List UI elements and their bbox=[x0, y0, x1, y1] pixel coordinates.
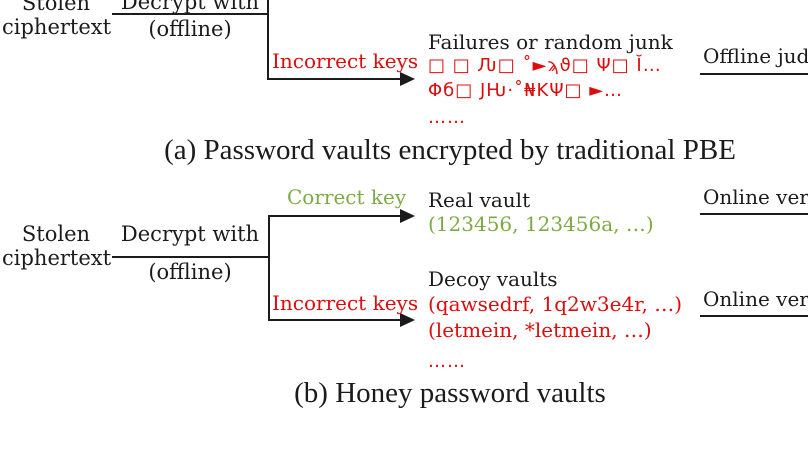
correct-arrow-shaft bbox=[268, 215, 401, 217]
decoy-ellipsis: …… bbox=[428, 351, 466, 372]
junk-ellipsis: …… bbox=[428, 107, 466, 128]
stolen-line2: ciphertext bbox=[2, 15, 112, 39]
incorrect-arrow-shaft-b bbox=[268, 319, 401, 321]
stolen-ciphertext-label-b: Stolen ciphertext bbox=[2, 222, 112, 270]
diagram-a: Stolen ciphertext Decrypt with (offline)… bbox=[0, 0, 808, 130]
caption-a: (a) Password vaults encrypted by traditi… bbox=[164, 134, 736, 166]
online-verification-label-bottom: Online veri bbox=[703, 287, 808, 311]
incorrect-arrow-shaft-a bbox=[267, 78, 401, 80]
stolen-line1: Stolen bbox=[21, 0, 91, 15]
stolen-line2: ciphertext bbox=[2, 246, 112, 270]
decrypt-arrow-shaft-a bbox=[112, 13, 269, 15]
decoy-passwords-line1: (qawsedrf, 1q2w3e4r, …) bbox=[428, 292, 683, 316]
decrypt-with-label-b: Decrypt with bbox=[120, 222, 260, 246]
real-vault-title: Real vault bbox=[428, 188, 531, 212]
offline-label-a: (offline) bbox=[148, 17, 232, 41]
incorrect-arrowhead-b bbox=[400, 313, 415, 327]
online-verification-arrow-shaft-bottom bbox=[700, 315, 808, 317]
correct-arrowhead bbox=[400, 209, 415, 223]
junk-text-line1: □ □ Ԉ□ ˚►ϡϑ□ Ψ□ Ĭ… bbox=[428, 55, 662, 76]
offline-judgment-arrow-shaft bbox=[700, 73, 808, 75]
junk-text-line2: Φб□ JԊ·˚₦ΚΨ□ ►… bbox=[428, 80, 624, 101]
decoy-passwords-line2: (letmein, *letmein, …) bbox=[428, 318, 652, 342]
incorrect-arrowhead-a bbox=[400, 72, 415, 86]
diagram-b: Stolen ciphertext Decrypt with (offline)… bbox=[0, 180, 808, 380]
decrypt-with-label-a: Decrypt with bbox=[120, 0, 260, 14]
online-verification-label-top: Online veri bbox=[703, 185, 808, 209]
real-vault-passwords: (123456, 123456a, …) bbox=[428, 212, 654, 236]
decoy-vaults-title: Decoy vaults bbox=[428, 267, 558, 291]
branch-vertical-b bbox=[268, 215, 270, 321]
decrypt-arrow-shaft-b bbox=[112, 256, 270, 258]
caption-b: (b) Honey password vaults bbox=[294, 377, 606, 409]
incorrect-keys-label-b: Incorrect keys bbox=[272, 291, 419, 315]
stolen-ciphertext-label-a: Stolen ciphertext bbox=[2, 0, 112, 39]
incorrect-keys-label-a: Incorrect keys bbox=[272, 49, 419, 73]
branch-vertical-a bbox=[267, 0, 269, 80]
offline-judgment-label: Offline jud bbox=[703, 44, 808, 68]
failures-title: Failures or random junk bbox=[428, 30, 673, 54]
offline-label-b: (offline) bbox=[148, 260, 232, 284]
correct-key-label: Correct key bbox=[287, 185, 407, 209]
online-verification-arrow-shaft-top bbox=[700, 213, 808, 215]
stolen-line1: Stolen bbox=[21, 222, 91, 246]
